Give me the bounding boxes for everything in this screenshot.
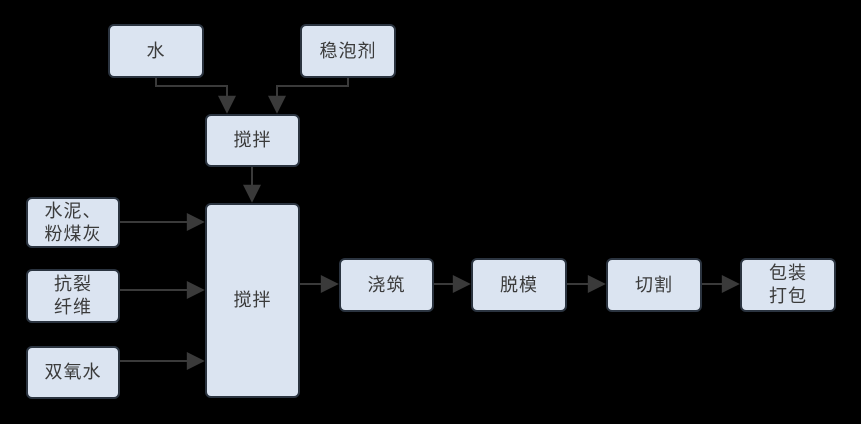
node-mixing-2-label: 搅拌 xyxy=(233,290,272,311)
node-packing: 包装 打包 xyxy=(740,258,836,312)
node-mixing-1: 搅拌 xyxy=(205,114,300,167)
node-anti-crack-fiber-label: 抗裂 纤维 xyxy=(54,274,92,318)
node-packing-label: 包装 打包 xyxy=(769,263,807,307)
node-cement-fly-ash: 水泥、 粉煤灰 xyxy=(26,197,120,248)
node-demolding-label: 脱模 xyxy=(500,274,538,296)
node-hydrogen-peroxide-label: 双氧水 xyxy=(44,362,102,383)
edge-foam-stabilizer-to-mixing1 xyxy=(268,78,349,114)
node-demolding: 脱模 xyxy=(471,258,567,312)
node-water-label: 水 xyxy=(146,40,166,62)
node-cement-fly-ash-label: 水泥、 粉煤灰 xyxy=(44,200,102,245)
node-anti-crack-fiber: 抗裂 纤维 xyxy=(26,269,120,323)
node-pouring-label: 浇筑 xyxy=(367,274,406,296)
node-cutting: 切割 xyxy=(606,258,702,312)
node-pouring: 浇筑 xyxy=(339,258,434,312)
edge-water-to-mixing1 xyxy=(155,78,236,114)
node-water: 水 xyxy=(108,24,204,78)
node-hydrogen-peroxide: 双氧水 xyxy=(26,346,120,399)
node-mixing-1-label: 搅拌 xyxy=(233,130,272,151)
node-cutting-label: 切割 xyxy=(635,274,673,296)
node-foam-stabilizer: 稳泡剂 xyxy=(300,24,396,78)
node-mixing-2: 搅拌 xyxy=(205,203,300,398)
node-foam-stabilizer-label: 稳泡剂 xyxy=(319,40,377,62)
